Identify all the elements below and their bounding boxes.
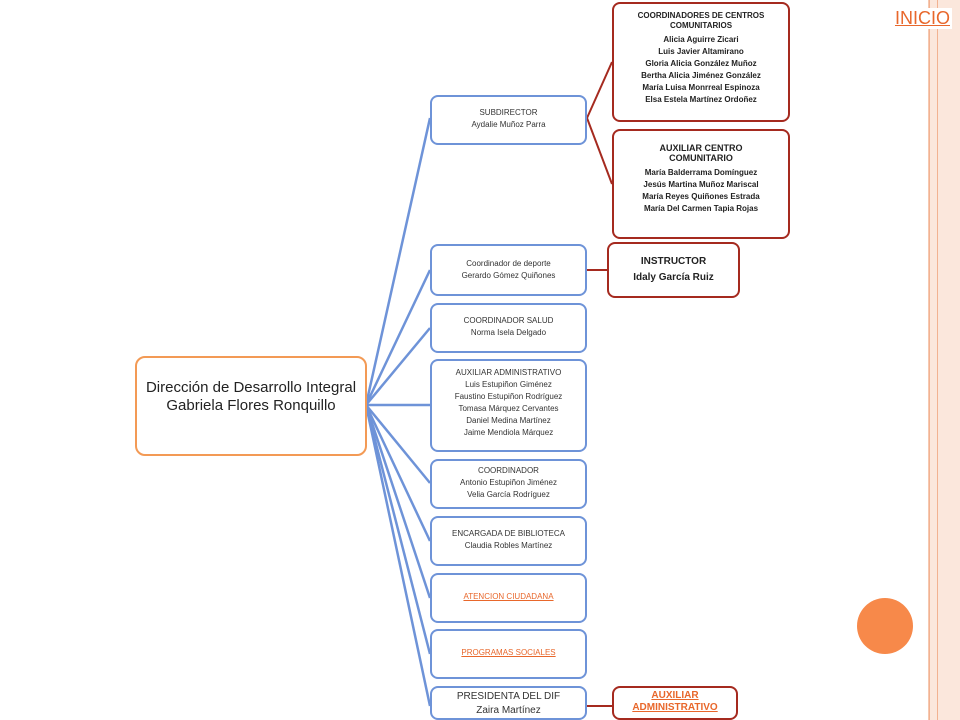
- node-title: AUXILIAR CENTRO COMUNITARIO: [659, 143, 743, 163]
- node-title: COORDINADORES DE CENTROS COMUNITARIOS: [637, 11, 765, 30]
- node-name: Zaira Martínez: [476, 705, 541, 716]
- list-item: Gloria Alicia González Muñoz: [645, 59, 757, 68]
- node-name: Claudia Robles Martínez: [464, 541, 553, 550]
- node-name: Gerardo Gómez Quiñones: [461, 271, 556, 280]
- root-node-direccion: Dirección de Desarrollo Integral Gabriel…: [135, 356, 367, 456]
- inicio-link[interactable]: INICIO: [892, 8, 952, 29]
- list-item: María Reyes Quiñones Estrada: [642, 192, 760, 201]
- node-coordinador-deporte: Coordinador de deporte Gerardo Gómez Qui…: [430, 244, 587, 296]
- root-name: Gabriela Flores Ronquillo: [166, 397, 336, 414]
- node-auxiliar-administrativo-link[interactable]: AUXILIAR ADMINISTRATIVO: [612, 686, 738, 720]
- list-item: Daniel Medina Martínez: [466, 416, 551, 425]
- node-atencion-ciudadana[interactable]: ATENCION CIUDADANA: [430, 573, 587, 623]
- list-item: Faustino Estupiñon Rodríguez: [454, 392, 563, 401]
- list-item: María Del Carmen Tapia Rojas: [643, 204, 759, 213]
- node-title: PRESIDENTA DEL DIF: [456, 691, 561, 702]
- node-title: COORDINADOR SALUD: [463, 316, 554, 325]
- node-name: Idaly García Ruiz: [633, 272, 714, 283]
- list-item: María Balderrama Domínguez: [644, 168, 758, 177]
- node-presidenta-dif: PRESIDENTA DEL DIF Zaira Martínez: [430, 686, 587, 720]
- node-biblioteca: ENCARGADA DE BIBLIOTECA Claudia Robles M…: [430, 516, 587, 566]
- list-item: Velia García Rodríguez: [467, 490, 550, 499]
- list-item: Jesús Martina Muñoz Mariscal: [643, 180, 759, 189]
- node-title: SUBDIRECTOR: [479, 108, 538, 117]
- decorative-circle: [857, 598, 913, 654]
- list-item: Antonio Estupiñon Jiménez: [460, 478, 557, 487]
- decorative-line: [937, 0, 938, 720]
- list-item: Bertha Alicia Jiménez González: [641, 71, 761, 80]
- node-title: ENCARGADA DE BIBLIOTECA: [452, 529, 565, 538]
- node-name: Aydalie Muñoz Parra: [471, 120, 546, 129]
- node-subdirector: SUBDIRECTOR Aydalie Muñoz Parra: [430, 95, 587, 145]
- auxiliar-administrativo-link[interactable]: AUXILIAR ADMINISTRATIVO: [632, 690, 718, 713]
- node-title: Coordinador de deporte: [466, 259, 551, 268]
- node-instructor: INSTRUCTOR Idaly García Ruiz: [607, 242, 740, 298]
- node-coordinador: COORDINADOR Antonio Estupiñon Jiménez Ve…: [430, 459, 587, 509]
- list-item: Luis Estupiñon Giménez: [465, 380, 552, 389]
- list-item: Tomasa Márquez Cervantes: [458, 404, 559, 413]
- node-title: INSTRUCTOR: [640, 256, 707, 267]
- programas-sociales-link[interactable]: PROGRAMAS SOCIALES: [461, 648, 556, 657]
- node-auxiliar-administrativo: AUXILIAR ADMINISTRATIVO Luis Estupiñon G…: [430, 359, 587, 452]
- node-coordinador-salud: COORDINADOR SALUD Norma Isela Delgado: [430, 303, 587, 353]
- node-title: COORDINADOR: [478, 466, 539, 475]
- node-name: Norma Isela Delgado: [470, 328, 547, 337]
- decorative-line: [929, 0, 930, 720]
- node-programas-sociales[interactable]: PROGRAMAS SOCIALES: [430, 629, 587, 679]
- node-coordinadores-centros: COORDINADORES DE CENTROS COMUNITARIOS Al…: [612, 2, 790, 122]
- list-item: María Luisa Monrreal Espinoza: [642, 83, 760, 92]
- list-item: Luis Javier Altamirano: [658, 47, 744, 56]
- node-auxiliar-centro: AUXILIAR CENTRO COMUNITARIO María Balder…: [612, 129, 790, 239]
- list-item: Elsa Estela Martínez Ordoñez: [645, 95, 757, 104]
- atencion-ciudadana-link[interactable]: ATENCION CIUDADANA: [463, 592, 554, 601]
- node-title: AUXILIAR ADMINISTRATIVO: [455, 368, 562, 377]
- root-title: Dirección de Desarrollo Integral: [145, 379, 357, 396]
- list-item: Alicia Aguirre Zicari: [663, 35, 739, 44]
- list-item: Jaime Mendiola Márquez: [463, 428, 554, 437]
